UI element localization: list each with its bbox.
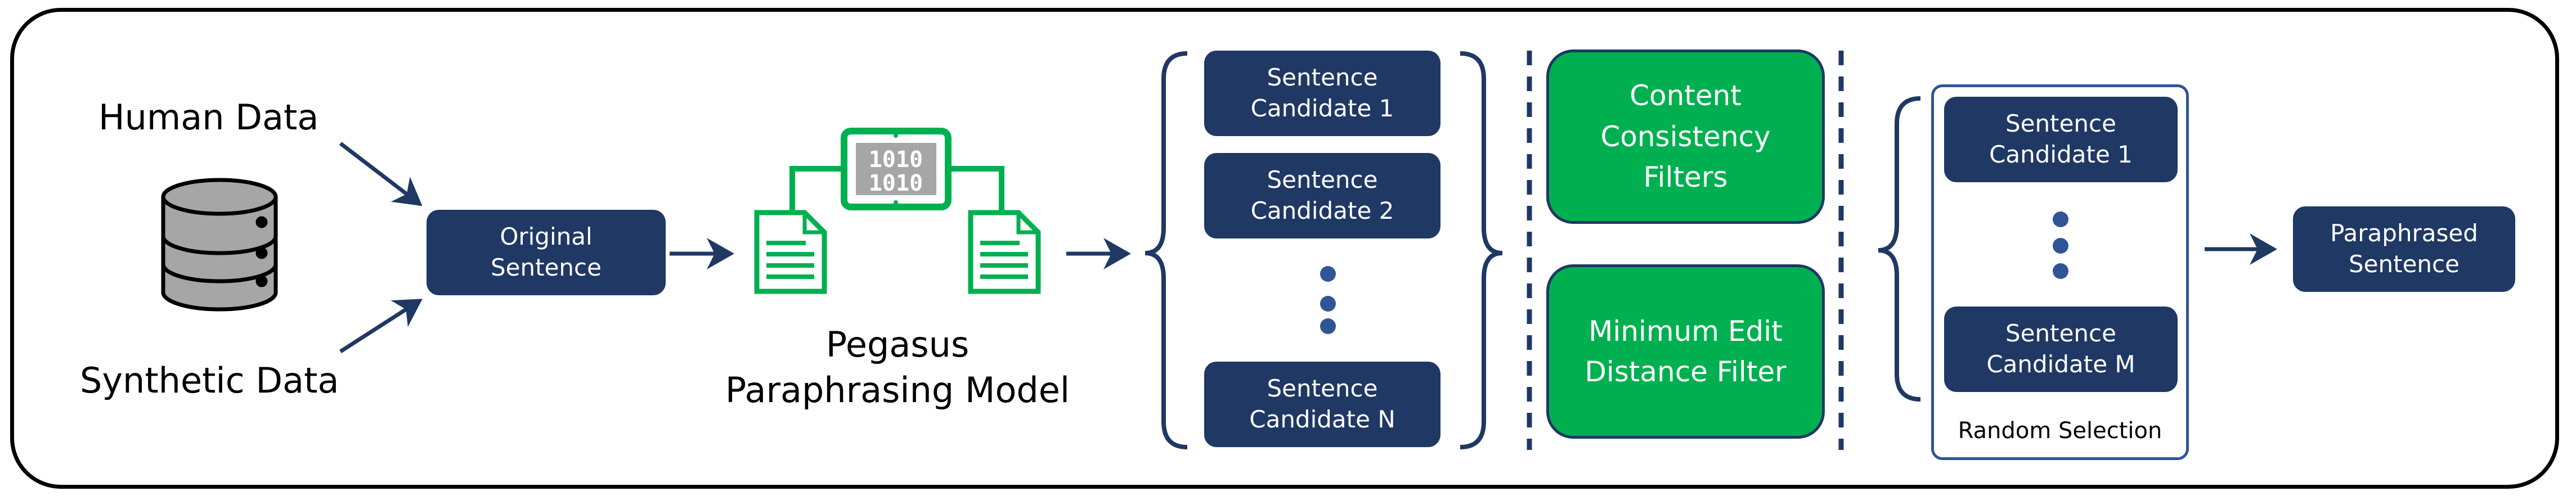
random-selection-container xyxy=(1931,84,2189,460)
candidate-line1: Sentence xyxy=(1267,375,1378,403)
candidate-line2: Candidate N xyxy=(1249,406,1395,433)
candidate-line2: Candidate 2 xyxy=(1250,197,1394,224)
ellipsis-dot xyxy=(1320,318,1336,334)
edit-filter-line1: Minimum Edit xyxy=(1588,314,1783,348)
model-label-line2: Paraphrasing Model xyxy=(725,369,1070,411)
content-consistency-filter-box: Content Consistency Filters xyxy=(1546,49,1825,224)
ellipsis-dot xyxy=(1320,266,1336,282)
selected-line1: Sentence xyxy=(2005,319,2116,348)
ellipsis-dot xyxy=(2053,211,2068,227)
synthetic-data-label: Synthetic Data xyxy=(80,360,339,401)
left-brace-selected xyxy=(1878,96,1921,402)
selected-candidate-box: Sentence Candidate 1 xyxy=(1944,97,2178,182)
ellipsis-dot xyxy=(2053,263,2068,279)
sentence-candidate-box: Sentence Candidate N xyxy=(1204,362,1440,447)
selected-line1: Sentence xyxy=(2005,110,2116,138)
content-filter-line3: Filters xyxy=(1643,161,1728,194)
minimum-edit-distance-filter-box: Minimum Edit Distance Filter xyxy=(1546,264,1825,439)
content-filter-line1: Content xyxy=(1630,79,1742,112)
sentence-candidate-box: Sentence Candidate 2 xyxy=(1204,153,1440,238)
candidate-line2: Candidate 1 xyxy=(1250,94,1394,122)
candidate-line1: Sentence xyxy=(1267,166,1378,194)
random-selection-label: Random Selection xyxy=(1958,418,2162,444)
paraphrased-line1: Paraphrased xyxy=(2330,219,2478,247)
candidate-line1: Sentence xyxy=(1267,64,1378,92)
arrow-synthetic-to-original xyxy=(339,299,423,353)
model-label-line1: Pegasus xyxy=(825,324,970,365)
ellipsis-dot xyxy=(1320,296,1336,312)
selected-line2: Candidate 1 xyxy=(1989,141,2133,168)
original-sentence-line2: Sentence xyxy=(491,254,602,281)
paraphrased-line2: Sentence xyxy=(2349,250,2460,278)
model-label: Pegasus Paraphrasing Model xyxy=(706,322,1089,413)
sentence-candidate-box: Sentence Candidate 1 xyxy=(1204,51,1440,136)
arrow-human-to-original xyxy=(339,142,423,206)
database-icon xyxy=(161,178,278,312)
binary-top: 1010 xyxy=(869,147,923,173)
right-brace-candidates xyxy=(1460,51,1503,449)
edit-filter-line2: Distance Filter xyxy=(1585,355,1787,388)
original-sentence-box: Original Sentence xyxy=(427,210,666,295)
pegasus-model-icon xyxy=(754,128,1041,294)
ellipsis-dot xyxy=(2053,238,2068,254)
content-filter-line2: Consistency xyxy=(1600,120,1771,153)
paraphrased-sentence-box: Paraphrased Sentence xyxy=(2293,206,2515,292)
binary-bottom: 1010 xyxy=(869,170,923,196)
human-data-label: Human Data xyxy=(98,97,319,138)
selected-candidate-box: Sentence Candidate M xyxy=(1944,307,2178,392)
left-brace-candidates xyxy=(1145,51,1188,449)
original-sentence-line1: Original xyxy=(500,223,593,251)
selected-line2: Candidate M xyxy=(1986,350,2135,378)
